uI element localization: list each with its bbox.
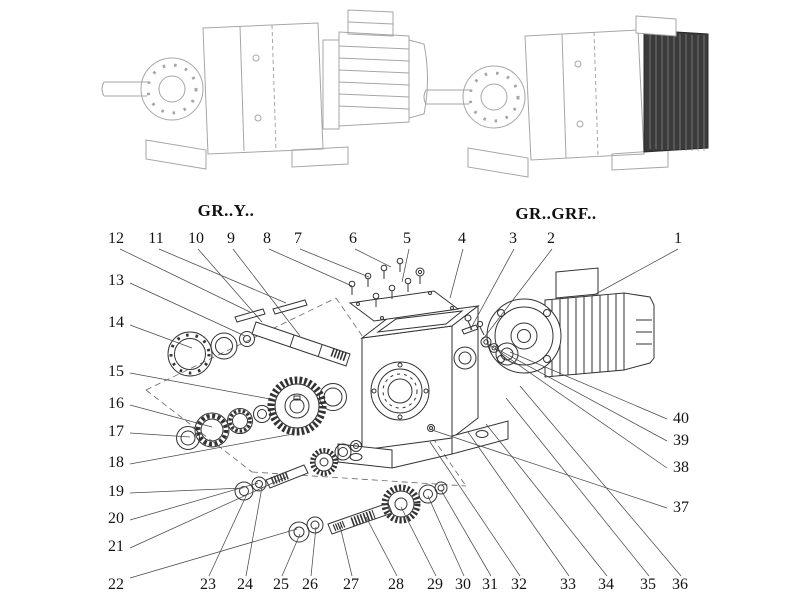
intermediate-pinion-parts [234, 440, 362, 501]
callout-8: 8 [263, 230, 271, 247]
callout-11: 11 [148, 230, 164, 247]
cover-bolts [348, 257, 425, 307]
electric-motor [486, 267, 655, 378]
output-gear-and-bearings [176, 376, 347, 450]
callout-16: 16 [108, 395, 124, 412]
housing-cover-and-bolts [348, 257, 460, 322]
callout-32: 32 [511, 576, 527, 593]
callout-19: 19 [108, 483, 124, 500]
leader-lines [119, 248, 682, 579]
callout-36: 36 [672, 576, 688, 593]
callout-35: 35 [640, 576, 656, 593]
callout-23: 23 [200, 576, 216, 593]
callout-24: 24 [237, 576, 253, 593]
callout-40: 40 [673, 410, 689, 427]
compact-motor-block [635, 15, 709, 153]
callout-34: 34 [598, 576, 614, 593]
callout-10: 10 [188, 230, 204, 247]
callout-28: 28 [388, 576, 404, 593]
output-shaft-parts [167, 299, 351, 377]
callout-12: 12 [108, 230, 124, 247]
callout-39: 39 [673, 432, 689, 449]
callout-26: 26 [302, 576, 318, 593]
input-shaft-parts [288, 481, 448, 543]
callout-33: 33 [560, 576, 576, 593]
callout-6: 6 [349, 230, 357, 247]
callout-4: 4 [458, 230, 466, 247]
callout-29: 29 [427, 576, 443, 593]
motor-flange [486, 298, 562, 374]
callout-27: 27 [343, 576, 359, 593]
callout-7: 7 [294, 230, 302, 247]
assembled-view-gr-y [101, 9, 428, 170]
callout-22: 22 [108, 576, 124, 593]
callout-5: 5 [403, 230, 411, 247]
callout-18: 18 [108, 454, 124, 471]
callout-21: 21 [108, 538, 124, 555]
callout-17: 17 [108, 423, 124, 440]
assembled-view-gr-grf [423, 15, 709, 178]
callout-9: 9 [227, 230, 235, 247]
callout-37: 37 [673, 499, 689, 516]
model-label-gr-y: GR..Y.. [197, 201, 255, 220]
input-coupling-parts [461, 314, 519, 366]
callout-1: 1 [674, 230, 682, 247]
callout-31: 31 [482, 576, 498, 593]
callout-13: 13 [108, 272, 124, 289]
callout-2: 2 [547, 230, 555, 247]
callout-3: 3 [509, 230, 517, 247]
callout-30: 30 [455, 576, 471, 593]
model-label-gr-grf: GR..GRF.. [515, 204, 597, 223]
gear-housing [337, 304, 509, 469]
callout-20: 20 [108, 510, 124, 527]
callout-14: 14 [108, 314, 124, 331]
callout-38: 38 [673, 459, 689, 476]
callout-25: 25 [273, 576, 289, 593]
callout-15: 15 [108, 363, 124, 380]
exploded-view [167, 257, 655, 543]
